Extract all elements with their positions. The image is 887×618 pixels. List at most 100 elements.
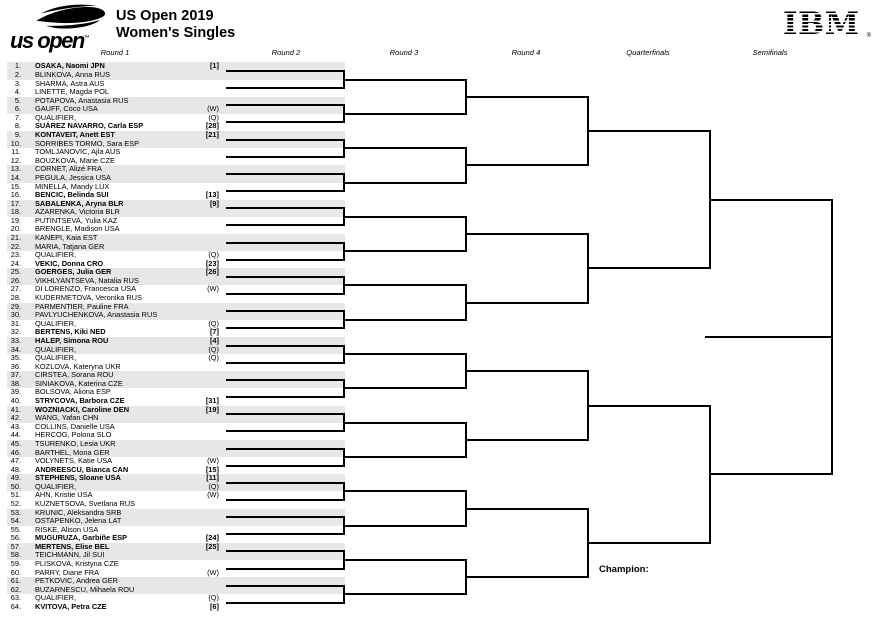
player-seed-marker: [21]	[205, 130, 219, 140]
player-name: HERCOG, Polona SLO	[35, 430, 112, 440]
bracket-line-round3-slot3	[343, 147, 467, 150]
bracket-line-round2-slot15	[226, 310, 345, 313]
player-seed-marker: (Q)	[208, 344, 219, 354]
player-number: 23.	[10, 250, 21, 260]
round-header-1: Round 1	[100, 48, 130, 57]
player-name: TSURENKO, Lesia UKR	[35, 438, 116, 448]
bracket-line-round3-slot7	[343, 284, 467, 287]
player-seed-marker: (Q)	[208, 481, 219, 491]
player-row: 11.TOMLJANOVIC, Ajla AUS	[0, 148, 240, 157]
bracket-line-round4-slot1	[465, 95, 589, 98]
player-number: 32.	[10, 327, 21, 337]
bracket-line-round5-slot1	[587, 130, 711, 133]
player-row: 16.BENCIC, Belinda SUI[13]	[0, 191, 240, 200]
bracket-line-round3-slot8	[343, 318, 467, 321]
player-name: AHN, Kristie USA	[35, 490, 93, 500]
event-title: Women's Singles	[116, 25, 236, 41]
player-row: 61.PETKOVIC, Andrea GER	[0, 577, 240, 586]
player-row: 52.KUZNETSOVA, Svetlana RUS	[0, 499, 240, 509]
bracket-line-round3-slot6	[343, 250, 467, 253]
player-seed-marker: (W)	[207, 567, 219, 577]
player-row: 51. AHN, Kristie USA (W)	[0, 491, 240, 500]
player-number: 62.	[10, 584, 21, 594]
bracket-line-round4-slot3	[465, 233, 589, 235]
bracket-line-round4-slot7	[465, 507, 589, 510]
player-row: 1.OSAKA, Naomi JPN[1]	[0, 62, 240, 71]
player-seed-marker: [9]	[209, 198, 219, 208]
player-row: 58.TEICHMANN, Jil SUI	[0, 551, 240, 560]
bracket-line-round3-slot15	[343, 559, 467, 562]
player-row: 59. PLISKOVA, Kristyna CZE	[0, 559, 240, 569]
row-shading-band	[7, 542, 345, 561]
player-name: PLISKOVA, Kristyna CZE	[35, 559, 119, 569]
bracket-line-round4-slot5	[465, 370, 589, 373]
bracket-line-round2-slot12	[226, 258, 345, 261]
bracket-line-round2-slot13	[226, 275, 345, 278]
tournament-title: US Open 2019	[116, 8, 214, 24]
player-row: 56.MUGURUZA, Garbiñe ESP[24]	[0, 534, 240, 543]
player-name: VOLYNETS, Katie USA	[35, 456, 113, 466]
ibm-logo: IBM ®	[783, 9, 871, 40]
row-shading-band	[7, 336, 345, 355]
player-number: 64.	[10, 601, 21, 611]
player-seed-marker: (W)	[207, 456, 219, 466]
player-seed-marker: (W)	[207, 490, 219, 500]
player-number: 59.	[10, 559, 21, 569]
player-number: 53.	[10, 507, 21, 517]
player-row: 40.STRYCOVA, Barbora CZE[31]	[0, 396, 240, 406]
player-row: 26.VIKHLYANTSEVA, Natalia RUS	[0, 276, 240, 286]
player-row: 32.BERTENS, Kiki NED[7]	[0, 328, 240, 337]
player-row: 55.RISKE, Alison USA	[0, 524, 240, 535]
player-name: ANDREESCU, Bianca CAN	[35, 464, 129, 474]
player-number: 54.	[10, 516, 21, 526]
player-row: 23.QUALIFIER,(Q)	[0, 251, 240, 260]
player-row: 45.TSURENKO, Lesia UKR	[0, 438, 240, 449]
player-name: PEGULA, Jessica USA	[35, 172, 111, 182]
player-name: WANG, Yafan CHN	[35, 413, 99, 423]
player-name: QUALIFIER,	[35, 112, 77, 122]
player-number: 55.	[10, 524, 21, 534]
player-name: PARRY, Diane FRA	[35, 567, 100, 577]
player-row: 15.MINELLA, Mandy LUX	[0, 182, 240, 192]
ibm-logo-stripes	[783, 11, 865, 38]
player-row: 57.MERTENS, Elise BEL[25]	[0, 542, 240, 552]
player-row: 13.CORNET, Alizé FRA	[0, 165, 240, 174]
round-header-2: Round 2	[271, 48, 301, 57]
player-number: 29.	[10, 301, 21, 311]
player-row: 63.QUALIFIER,(Q)	[0, 594, 240, 603]
row-shading-band	[7, 268, 345, 286]
row-shading-band	[7, 199, 345, 217]
player-number: 51.	[10, 490, 21, 500]
player-seed-marker: [13]	[205, 190, 219, 200]
player-name: SABALENKA, Aryna BLR	[35, 198, 124, 208]
player-number: 19.	[10, 215, 21, 225]
row-shading-band	[7, 508, 345, 526]
player-row: 49.STEPHENS, Sloane USA[11]	[0, 474, 240, 483]
player-number: 49.	[10, 473, 21, 483]
player-row: 4.LINETTE, Magda POL	[0, 88, 240, 97]
player-number: 41.	[10, 404, 21, 414]
player-name: DI LORENZO, Francesca USA	[35, 284, 137, 294]
player-number: 9.	[14, 130, 21, 140]
title-block: US Open 2019 Women's Singles	[116, 8, 235, 42]
bracket-line-round3-slot2	[343, 112, 467, 115]
player-seed-marker: [19]	[205, 404, 219, 414]
player-name: PETKOVIC, Andrea GER	[35, 576, 118, 586]
player-name: BENCIC, Belinda SUI	[35, 190, 109, 200]
bracket-line-round3-slot11	[343, 421, 467, 424]
player-row: 39.BOLSOVA, Aliona ESP	[0, 388, 240, 397]
bracket-line-round5-slot4	[587, 541, 711, 544]
player-name: BOLSOVA, Aliona ESP	[35, 387, 111, 397]
player-number: 20.	[10, 224, 21, 234]
player-name: KRUNIC, Aleksandra SRB	[35, 507, 122, 517]
player-name: KONTAVEIT, Anett EST	[35, 130, 115, 140]
bracket-line-round2-slot29	[226, 550, 345, 553]
player-name: PARMENTIER, Pauline FRA	[35, 301, 129, 311]
player-name: TEICHMANN, Jil SUI	[35, 550, 105, 560]
player-name: CIRSTEA, Sorana ROU	[35, 370, 114, 380]
bracket-line-round2-slot16	[226, 327, 345, 330]
player-name: TOMLJANOVIC, Ajla AUS	[35, 147, 121, 157]
player-number: 56.	[10, 533, 21, 543]
row-shading-band	[7, 371, 345, 389]
trademark-symbol: ™	[83, 35, 90, 42]
